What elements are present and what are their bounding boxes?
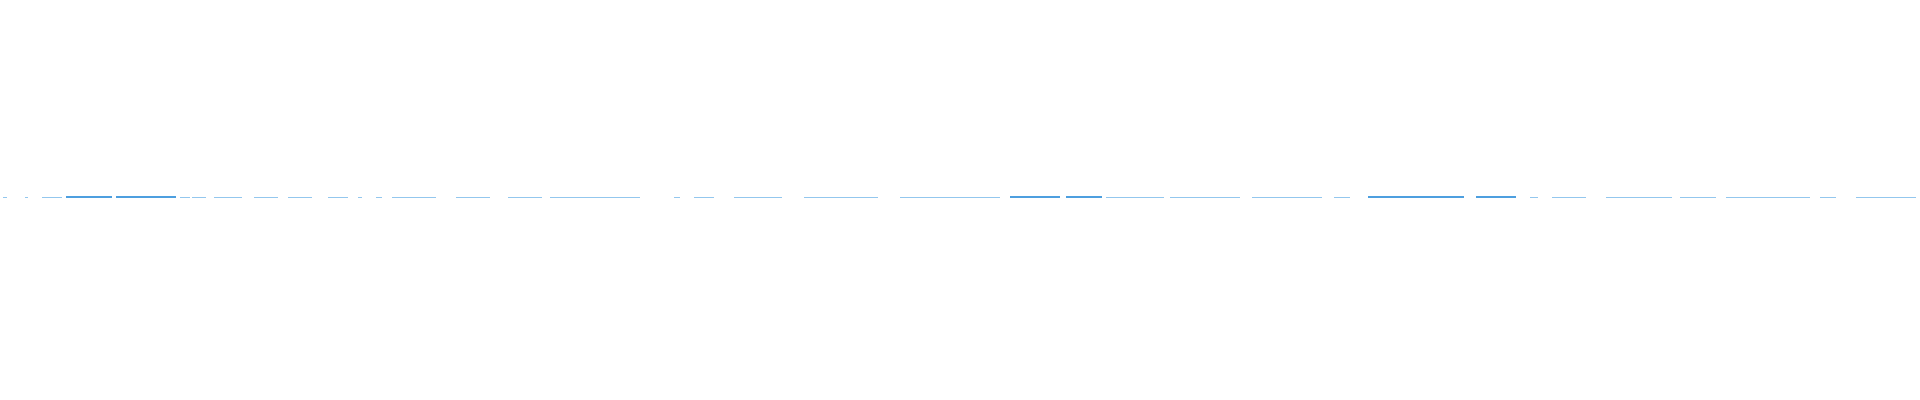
link-strip[interactable]: [0, 196, 1920, 204]
link-fragment[interactable]: [1334, 197, 1350, 198]
link-fragment[interactable]: [66, 196, 112, 198]
link-fragment[interactable]: [900, 197, 1000, 198]
link-fragment[interactable]: [674, 197, 680, 198]
link-fragment[interactable]: [1726, 197, 1810, 198]
link-strip-text: [0, 196, 1920, 204]
link-fragment[interactable]: [192, 197, 206, 198]
link-fragment[interactable]: [358, 197, 362, 198]
link-fragment[interactable]: [550, 197, 640, 198]
link-fragment[interactable]: [1820, 197, 1836, 198]
link-fragment[interactable]: [456, 197, 490, 198]
link-fragment[interactable]: [392, 197, 436, 198]
link-fragment[interactable]: [376, 197, 382, 198]
link-fragment[interactable]: [1368, 196, 1464, 198]
link-fragment[interactable]: [1252, 197, 1322, 198]
link-fragment[interactable]: [1530, 197, 1538, 198]
link-fragment[interactable]: [508, 197, 542, 198]
link-fragment[interactable]: [1010, 196, 1060, 198]
link-fragment[interactable]: [1606, 197, 1672, 198]
link-fragment[interactable]: [288, 197, 312, 198]
link-fragment[interactable]: [42, 197, 62, 198]
link-fragment[interactable]: [328, 197, 348, 198]
link-fragment[interactable]: [1680, 197, 1716, 198]
link-fragment[interactable]: [734, 197, 782, 198]
link-fragment[interactable]: [180, 197, 190, 198]
link-fragment[interactable]: [1066, 196, 1102, 198]
link-fragment[interactable]: [804, 197, 878, 198]
link-fragment[interactable]: [1170, 197, 1240, 198]
link-fragment[interactable]: [1476, 196, 1516, 198]
link-fragment[interactable]: [25, 197, 28, 198]
link-fragment[interactable]: [1106, 197, 1164, 198]
link-fragment[interactable]: [1552, 197, 1586, 198]
link-fragment[interactable]: [116, 196, 176, 198]
link-fragment[interactable]: [694, 197, 714, 198]
link-fragment[interactable]: [254, 197, 278, 198]
link-fragment[interactable]: [3, 197, 7, 198]
link-fragment[interactable]: [1856, 197, 1916, 198]
link-fragment[interactable]: [214, 197, 242, 198]
